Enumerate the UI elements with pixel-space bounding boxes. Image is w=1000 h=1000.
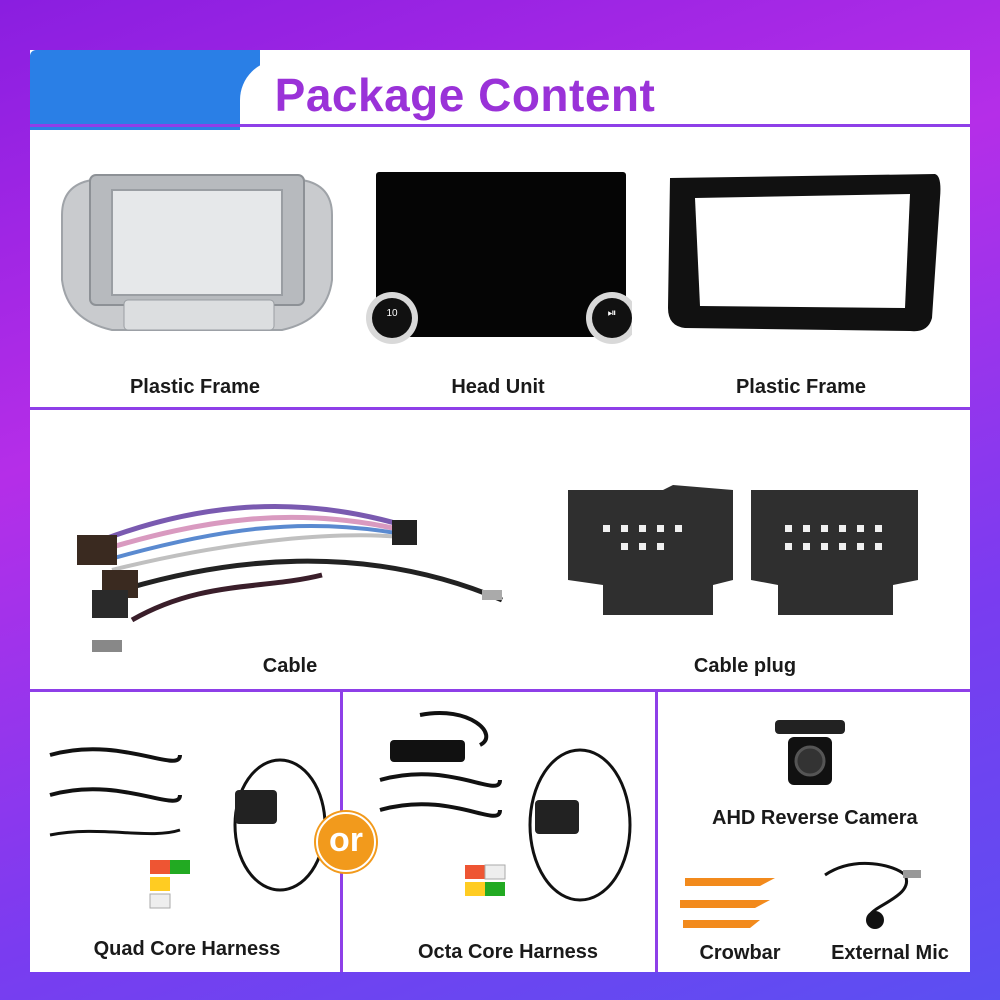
or-badge: or [316,812,376,872]
page-title: Package Content [274,69,656,121]
octa-harness-image [379,711,632,902]
head-unit-label: Head Unit [451,376,545,398]
knob-left-label: 10 [386,308,398,319]
header-tab-accent [30,50,260,130]
octa-harness-label: Octa Core Harness [417,941,599,963]
plastic-frame-label-1: Plastic Frame [129,376,261,398]
divider-row2 [30,689,970,692]
knob-right-label: ⏯ [607,307,617,319]
crowbar-image [680,878,775,928]
external-mic-label: External Mic [831,942,949,964]
silver-frame-image [61,174,333,331]
reverse-camera-image [775,720,845,785]
crowbar-label: Crowbar [699,942,781,964]
quad-harness-label: Quad Core Harness [93,938,281,960]
divider-top [30,124,970,127]
divider-row1 [30,407,970,410]
divider-v2 [655,692,658,972]
head-unit-image [366,172,632,344]
cable-plug-image [568,485,918,615]
camera-label: AHD Reverse Camera [712,807,918,829]
cable-harness-image [77,503,503,652]
cable-label: Cable [262,655,318,677]
black-frame-image [668,174,941,332]
plastic-frame-label-2: Plastic Frame [735,376,867,398]
cable-plug-label: Cable plug [693,655,797,677]
external-mic-image [824,861,921,929]
quad-harness-image [49,747,327,909]
